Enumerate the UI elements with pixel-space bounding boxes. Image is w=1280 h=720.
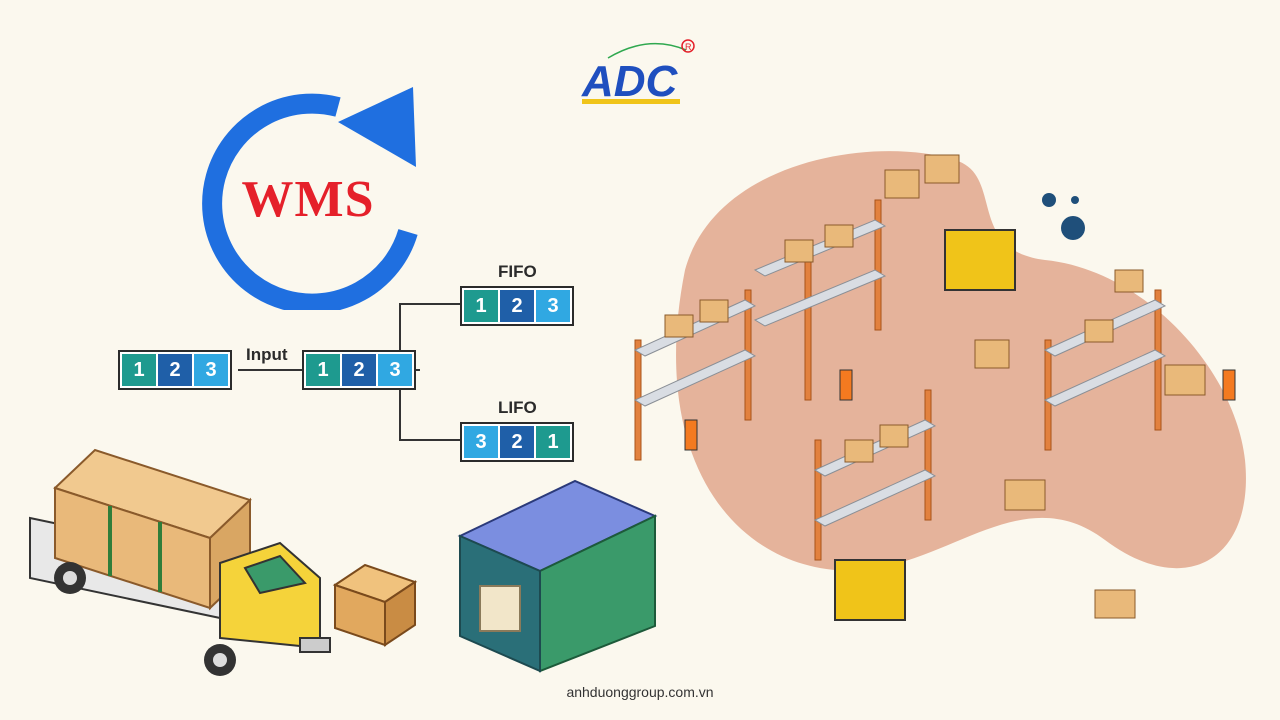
queue-cell: 2 (158, 354, 192, 386)
website-url: anhduonggroup.com.vn (566, 684, 714, 700)
wms-title: WMS (241, 171, 375, 228)
warehouse-illustration (633, 151, 1246, 621)
crate-illustration (332, 563, 418, 647)
logo-text: ADC (581, 57, 679, 106)
registered-mark: R (685, 42, 692, 52)
queue-cell: 1 (122, 354, 156, 386)
queue-cell: 2 (500, 426, 534, 458)
queue-cell: 3 (194, 354, 228, 386)
queue-cell: 2 (342, 354, 376, 386)
queue-cell: 2 (500, 290, 534, 322)
queue-cell: 3 (536, 290, 570, 322)
queue-cell: 1 (464, 290, 498, 322)
queue-cell: 1 (536, 426, 570, 458)
buffer-queue: 1 2 3 (302, 350, 416, 390)
truck-illustration (29, 448, 331, 676)
queue-cell: 3 (378, 354, 412, 386)
shipping-container-illustration (457, 479, 658, 673)
queue-cell: 3 (464, 426, 498, 458)
fifo-label: FIFO (498, 262, 537, 281)
queue-cell: 1 (306, 354, 340, 386)
input-label: Input (246, 345, 288, 364)
input-queue: 1 2 3 (118, 350, 232, 390)
lifo-queue: 3 2 1 (460, 422, 574, 462)
fifo-queue: 1 2 3 (460, 286, 574, 326)
refresh-cycle-icon (188, 82, 438, 314)
lifo-label: LIFO (498, 398, 537, 417)
brand-logo: ADC R (578, 38, 703, 108)
